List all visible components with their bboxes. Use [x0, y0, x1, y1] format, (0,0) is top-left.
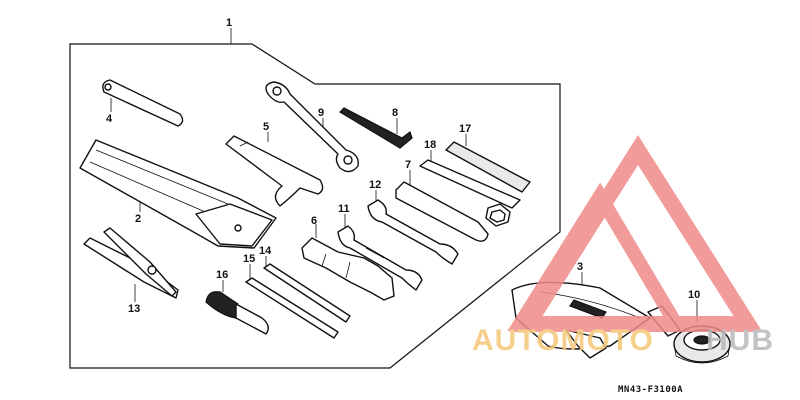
callout-3: 3 [577, 261, 583, 273]
callout-5: 5 [263, 121, 269, 133]
part-4-flat-bar [102, 79, 184, 127]
part-2-tool-bag [79, 139, 277, 249]
part-13-pliers [83, 227, 179, 299]
leader-lines [110, 28, 698, 322]
part-15-screwdriver-shaft [245, 277, 339, 339]
watermark: AUTOMOTO HUB [472, 135, 774, 357]
callout-6: 6 [311, 215, 317, 227]
callout-14: 14 [259, 245, 272, 257]
sheet-code: MN43-F3100A [618, 385, 683, 395]
callout-4: 4 [106, 113, 113, 125]
part-5-pin-spanner [225, 135, 324, 207]
watermark-brand-b: HUB [706, 324, 774, 357]
callout-2: 2 [135, 213, 141, 225]
watermark-triangle-inner [507, 182, 689, 331]
callout-12: 12 [369, 179, 381, 191]
part-7-socket-wrench [395, 181, 511, 242]
part-6-plug-wrench [301, 237, 395, 301]
part-9-box-wrench [265, 81, 359, 173]
callout-10: 10 [688, 289, 700, 301]
callout-17: 17 [459, 123, 471, 135]
callout-9: 9 [318, 107, 324, 119]
kit-boundary [69, 43, 561, 369]
part-12-open-wrench [367, 199, 459, 265]
callout-16: 16 [216, 269, 228, 281]
part-16-screwdriver-handle [205, 291, 269, 335]
callout-8: 8 [392, 107, 398, 119]
part-8-hex-key [339, 107, 413, 149]
callout-15: 15 [243, 253, 255, 265]
watermark-triangle-logo [507, 135, 763, 332]
callout-labels: 1 2 3 4 5 6 7 8 9 10 11 12 13 14 15 16 1… [106, 17, 700, 315]
watermark-brand-a: AUTOMOTO [472, 324, 654, 357]
callout-18: 18 [424, 139, 436, 151]
part-17-flat-bar [445, 141, 531, 193]
part-14-screwdriver-shaft [263, 263, 351, 323]
part-18-flat-bar [419, 159, 521, 209]
callout-13: 13 [128, 303, 140, 315]
callout-11: 11 [338, 203, 350, 215]
part-11-open-wrench [337, 225, 423, 291]
callout-7: 7 [405, 159, 411, 171]
callout-1: 1 [226, 17, 232, 29]
